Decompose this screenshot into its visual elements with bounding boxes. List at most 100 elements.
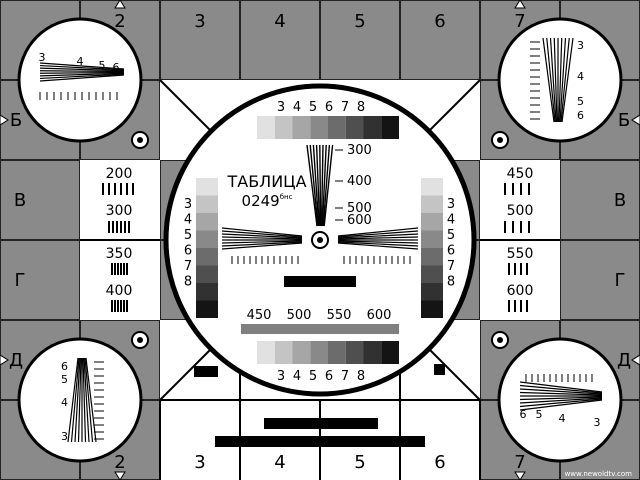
side-panel-bar [114, 183, 116, 195]
row-label-left: Б [10, 110, 22, 131]
target-icon [131, 131, 149, 149]
wedge-line [306, 144, 318, 227]
black-block-right [434, 364, 445, 375]
wedge-line [337, 242, 419, 250]
corner-wedge-line [39, 64, 125, 71]
grey-step [421, 195, 443, 213]
corner-wedge-line [77, 357, 82, 443]
wedge-line [337, 227, 419, 237]
grey-step [421, 178, 443, 196]
corner-wedge-line [39, 74, 125, 82]
side-panel-bar [520, 300, 522, 312]
grey-step [363, 341, 382, 364]
edge-arrow-icon [0, 114, 9, 126]
side-panel-bar [528, 221, 530, 233]
corner-label: 6 [61, 360, 68, 373]
side-panel-label: 550 [507, 246, 534, 262]
corner-wedge-line [519, 398, 603, 408]
grey-step [381, 341, 399, 364]
corner-wedge-line [519, 397, 603, 404]
grey-step [196, 213, 218, 231]
black-bar-lower [215, 436, 425, 447]
side-panel-bar [126, 183, 128, 195]
edge-arrow-icon [114, 0, 126, 9]
grey-step [257, 341, 275, 364]
side-panel-bar [526, 263, 528, 275]
grey-step [274, 116, 293, 139]
corner-wedge-line [519, 388, 603, 395]
grey-step [196, 300, 218, 318]
grey-step [310, 116, 328, 139]
side-panel-bar [528, 183, 530, 195]
grey-step-label: 7 [341, 369, 349, 384]
frequency-label: 500 [287, 308, 312, 323]
grey-step [196, 230, 218, 248]
side-panel-bar [120, 263, 122, 275]
grey-step-label: 5 [447, 228, 455, 243]
grey-step [328, 341, 346, 364]
side-panel-bar [114, 263, 116, 275]
corner-wedge-line [70, 357, 80, 443]
grey-step-label: 6 [447, 244, 455, 259]
corner-wedge-line [82, 357, 87, 443]
corner-label: 3 [594, 416, 601, 429]
side-panel-bar [504, 183, 506, 195]
corner-wedge-line [559, 37, 567, 123]
grey-step [196, 265, 218, 283]
row-label-right: В [614, 190, 626, 211]
wedge-line [321, 144, 327, 227]
side-panel-bar [123, 300, 125, 312]
corner-label: 4 [77, 55, 84, 68]
column-label-top: 6 [434, 11, 445, 32]
corner-circle-tl [17, 17, 143, 143]
side-panel-bar [112, 221, 114, 233]
wedge-line [337, 240, 419, 244]
grey-step [274, 341, 293, 364]
corner-label: 3 [577, 39, 584, 52]
corner-wedge-line [84, 357, 94, 443]
side-panel-label: 300 [106, 203, 133, 219]
grey-step-label: 6 [184, 244, 192, 259]
side-panel-bar [512, 221, 514, 233]
edge-arrow-icon [0, 354, 9, 366]
side-panel-bar [108, 221, 110, 233]
grey-step-label: 5 [184, 228, 192, 243]
corner-wedge-line [519, 391, 603, 396]
grey-step [196, 178, 218, 196]
corner-wedge-line [85, 357, 97, 443]
corner-label: 4 [577, 70, 584, 83]
column-label-bottom: 4 [274, 452, 285, 473]
corner-wedge-line [553, 37, 558, 123]
column-label-top: 2 [114, 11, 125, 32]
side-panel-bar [514, 300, 516, 312]
wedge-line [221, 242, 303, 250]
frequency-label: 600 [367, 308, 392, 323]
corner-label: 5 [536, 408, 543, 421]
grey-step [196, 248, 218, 266]
side-panel-bar [126, 263, 128, 275]
corner-label: 5 [99, 59, 106, 72]
column-label-top: 5 [354, 11, 365, 32]
edge-arrow-icon [631, 354, 640, 366]
row-label-left: Д [9, 350, 23, 371]
side-panel-bar [128, 221, 130, 233]
grey-step-label: 7 [341, 100, 349, 115]
column-label-bottom: 7 [514, 452, 525, 473]
column-label-bottom: 2 [114, 452, 125, 473]
grey-step [292, 116, 311, 139]
wedge-line [337, 236, 419, 240]
corner-label: 4 [61, 396, 68, 409]
grey-step-label: 7 [447, 259, 455, 274]
wedge-line [221, 241, 303, 247]
target-icon [491, 131, 509, 149]
side-panel-bar [126, 300, 128, 312]
